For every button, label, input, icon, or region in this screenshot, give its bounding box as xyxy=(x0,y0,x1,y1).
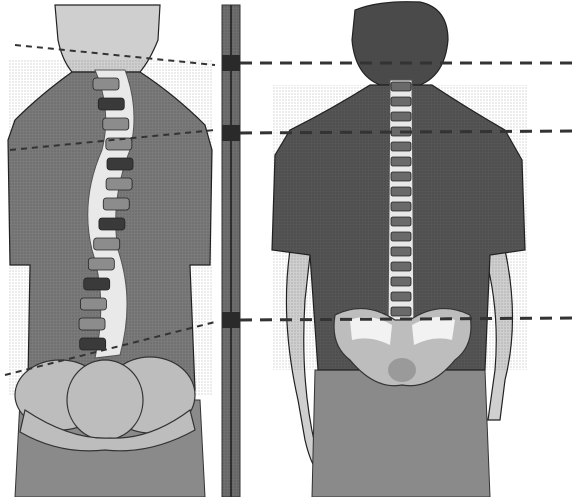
right-vertebra xyxy=(391,97,411,106)
left-vertebra xyxy=(107,158,133,170)
right-vertebra xyxy=(391,142,411,151)
right-head xyxy=(352,2,448,85)
left-vertebra xyxy=(88,258,114,270)
right-vertebra xyxy=(391,262,411,271)
left-pelvis xyxy=(15,357,195,451)
right-vertebra xyxy=(391,247,411,256)
right-vertebrae xyxy=(391,82,411,331)
right-vertebra xyxy=(391,292,411,301)
left-vertebra xyxy=(98,98,124,110)
left-vertebra xyxy=(103,198,129,210)
right-vertebra xyxy=(391,232,411,241)
left-vertebra xyxy=(79,318,105,330)
right-vertebra xyxy=(391,217,411,226)
right-torso xyxy=(272,2,527,497)
left-vertebra xyxy=(94,238,120,250)
left-vertebra xyxy=(93,78,119,90)
right-vertebra xyxy=(391,187,411,196)
left-vertebra xyxy=(80,298,106,310)
left-vertebra xyxy=(84,278,110,290)
left-vertebra xyxy=(80,338,106,350)
right-pants xyxy=(312,370,490,497)
right-vertebra xyxy=(391,277,411,286)
right-vertebra xyxy=(391,307,411,316)
right-vertebra xyxy=(391,157,411,166)
left-torso xyxy=(8,5,213,497)
right-vertebra xyxy=(391,82,411,91)
left-vertebra xyxy=(99,218,125,230)
right-vertebra xyxy=(391,202,411,211)
right-vertebra xyxy=(391,112,411,121)
measuring-ruler xyxy=(222,5,240,497)
left-vertebra xyxy=(106,178,132,190)
right-vertebra xyxy=(391,172,411,181)
left-vertebra xyxy=(103,118,129,130)
